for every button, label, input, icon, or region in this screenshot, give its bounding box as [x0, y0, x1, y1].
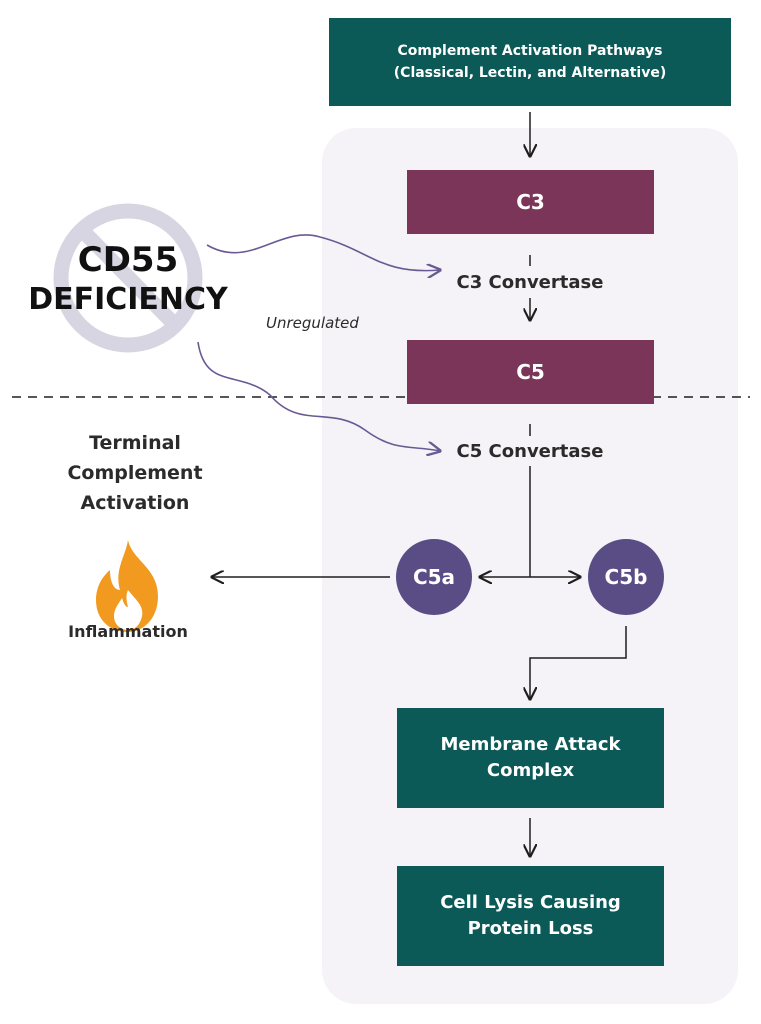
arrow-c5b-to-mac — [530, 626, 627, 699]
flame-icon — [96, 540, 158, 632]
c5a-node: C5a — [396, 539, 472, 615]
membrane-attack-complex-box: Membrane Attack Complex — [397, 708, 664, 808]
c5-box: C5 — [407, 340, 654, 404]
deficiency-line: DEFICIENCY — [28, 282, 228, 317]
cd55-line: CD55 — [77, 240, 179, 280]
c5-convertase-label: C5 Convertase — [456, 441, 604, 462]
c5b-node: C5b — [588, 539, 664, 615]
c5a-label: C5a — [412, 565, 456, 589]
terminal-line-1: Terminal — [89, 432, 181, 454]
mac-line-1: Membrane Attack — [440, 734, 621, 755]
top-box-line-2: (Classical, Lectin, and Alternative) — [393, 65, 667, 81]
terminal-complement-activation-label: Terminal Complement Activation — [40, 428, 230, 518]
c3-box: C3 — [407, 170, 654, 234]
terminal-line-2: Complement — [67, 462, 203, 484]
top-box-line-1: Complement Activation Pathways — [397, 43, 663, 59]
inflammation-label: Inflammation — [68, 622, 188, 641]
c3-convertase-label: C3 Convertase — [456, 272, 604, 293]
wavy-arrow-to-c3-convertase — [206, 234, 440, 271]
lysis-line-2: Protein Loss — [467, 918, 594, 939]
wavy-arrow-to-c5-convertase — [197, 341, 440, 451]
unregulated-label: Unregulated — [266, 314, 359, 332]
mac-line-2: Complex — [486, 760, 575, 781]
c5-label: C5 — [516, 360, 545, 384]
terminal-line-3: Activation — [80, 492, 190, 514]
c3-label: C3 — [516, 190, 545, 214]
lysis-line-1: Cell Lysis Causing — [440, 892, 621, 913]
cd55-deficiency-title: CD55 DEFICIENCY — [10, 240, 246, 320]
cell-lysis-box: Cell Lysis Causing Protein Loss — [397, 866, 664, 966]
no-symbol-icon — [53, 203, 203, 353]
complement-activation-pathways-box: Complement Activation Pathways (Classica… — [329, 18, 731, 106]
c5b-label: C5b — [604, 565, 648, 589]
